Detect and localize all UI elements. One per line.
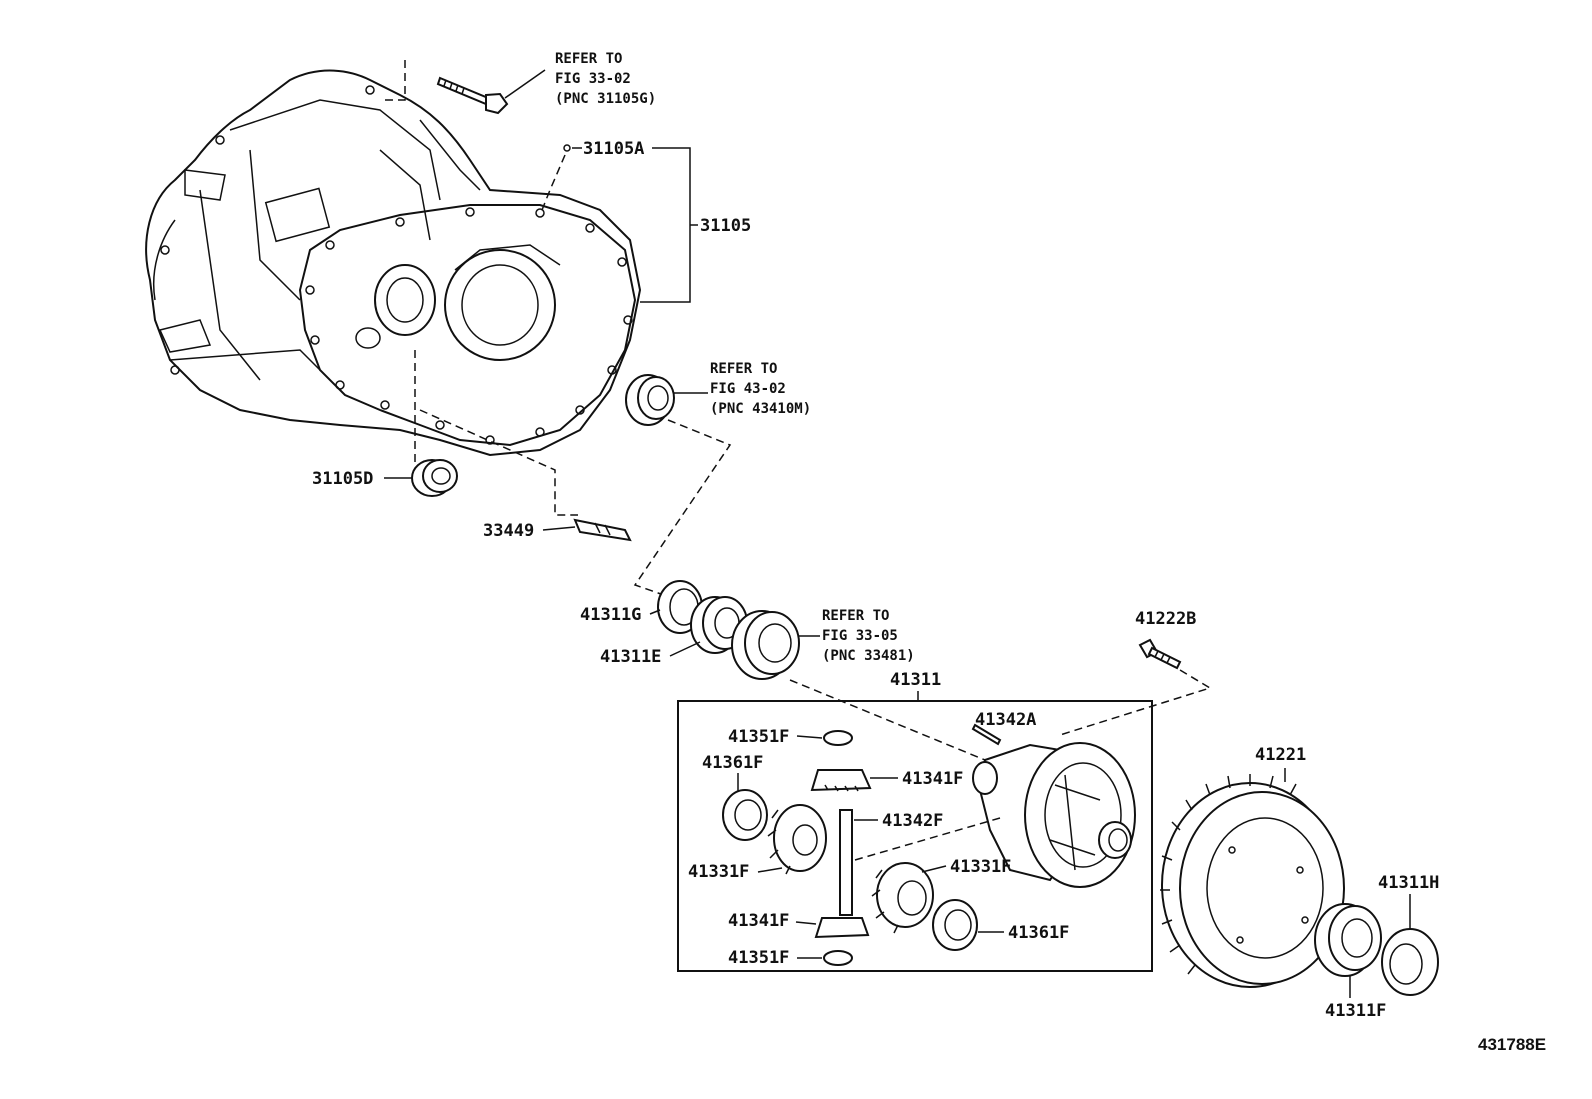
ring-gear-41221-illustration xyxy=(1160,774,1345,988)
label-41351F-bottom: 41351F xyxy=(728,948,789,968)
label-41311E: 41311E xyxy=(600,647,661,667)
bolt-41222B-illustration xyxy=(1138,638,1182,670)
label-41311H: 41311H xyxy=(1378,873,1439,893)
label-41311G: 41311G xyxy=(580,605,641,625)
housing-bolt-illustration xyxy=(436,76,509,115)
refer-line-2: FIG 33-02 xyxy=(555,71,631,87)
label-41311F: 41311F xyxy=(1325,1001,1386,1021)
refer-line-1: REFER TO xyxy=(555,51,622,67)
refer-line-1: REFER TO xyxy=(710,361,777,377)
pin-41342A-illustration xyxy=(971,723,1002,746)
pinion-41341F-top-illustration xyxy=(810,769,872,792)
refer-line-3: (PNC 31105G) xyxy=(555,91,656,107)
refer-line-3: (PNC 43410M) xyxy=(710,401,811,417)
label-33449: 33449 xyxy=(483,521,534,541)
label-31105D: 31105D xyxy=(312,469,373,489)
label-41311: 41311 xyxy=(890,670,941,690)
refer-fig-33-02-note: REFER TO FIG 33-02 (PNC 31105G) xyxy=(555,51,656,107)
refer-line-3: (PNC 33481) xyxy=(822,648,915,664)
differential-assembly-box xyxy=(677,700,1153,972)
refer-line-1: REFER TO xyxy=(822,608,889,624)
oil-seal-31105D-illustration xyxy=(411,459,458,497)
transaxle-housing-illustration xyxy=(145,69,642,457)
label-41351F-top: 41351F xyxy=(728,727,789,747)
label-41361F-right: 41361F xyxy=(1008,923,1069,943)
label-31105: 31105 xyxy=(700,216,751,236)
washer-41351F-bottom-illustration xyxy=(823,950,853,966)
refer-fig-43-02-note: REFER TO FIG 43-02 (PNC 43410M) xyxy=(710,361,811,417)
label-41331F-right: 41331F xyxy=(950,857,1011,877)
magnet-33449-illustration xyxy=(573,518,632,542)
shaft-41342F-illustration xyxy=(839,809,853,916)
gear-41331F-left-illustration xyxy=(767,804,827,875)
label-41361F-left: 41361F xyxy=(702,753,763,773)
washer-41311H-illustration xyxy=(1381,928,1439,996)
plug-31105A-icon xyxy=(563,144,571,152)
label-41342F: 41342F xyxy=(882,811,943,831)
washer-41361F-right-illustration xyxy=(932,899,978,951)
gear-41331F-right-illustration xyxy=(871,862,934,934)
bearing-41311F-illustration xyxy=(1314,903,1382,977)
label-41222B: 41222B xyxy=(1135,609,1196,629)
bearing-33481-illustration xyxy=(731,610,800,680)
label-41341F-top: 41341F xyxy=(902,769,963,789)
label-41341F-bottom: 41341F xyxy=(728,911,789,931)
washer-41361F-left-illustration xyxy=(722,789,768,841)
refer-line-2: FIG 33-05 xyxy=(822,628,898,644)
label-41331F-left: 41331F xyxy=(688,862,749,882)
label-41342A: 41342A xyxy=(975,710,1036,730)
refer-line-2: FIG 43-02 xyxy=(710,381,786,397)
label-31105A: 31105A xyxy=(583,139,644,159)
refer-fig-33-05-note: REFER TO FIG 33-05 (PNC 33481) xyxy=(822,608,915,664)
washer-41351F-top-illustration xyxy=(823,730,853,746)
catalog-number: 431788E xyxy=(1478,1035,1546,1054)
differential-case-illustration xyxy=(972,742,1136,888)
pinion-41341F-bottom-illustration xyxy=(814,917,870,939)
label-41221: 41221 xyxy=(1255,745,1306,765)
oil-seal-43410M-illustration xyxy=(625,374,675,426)
